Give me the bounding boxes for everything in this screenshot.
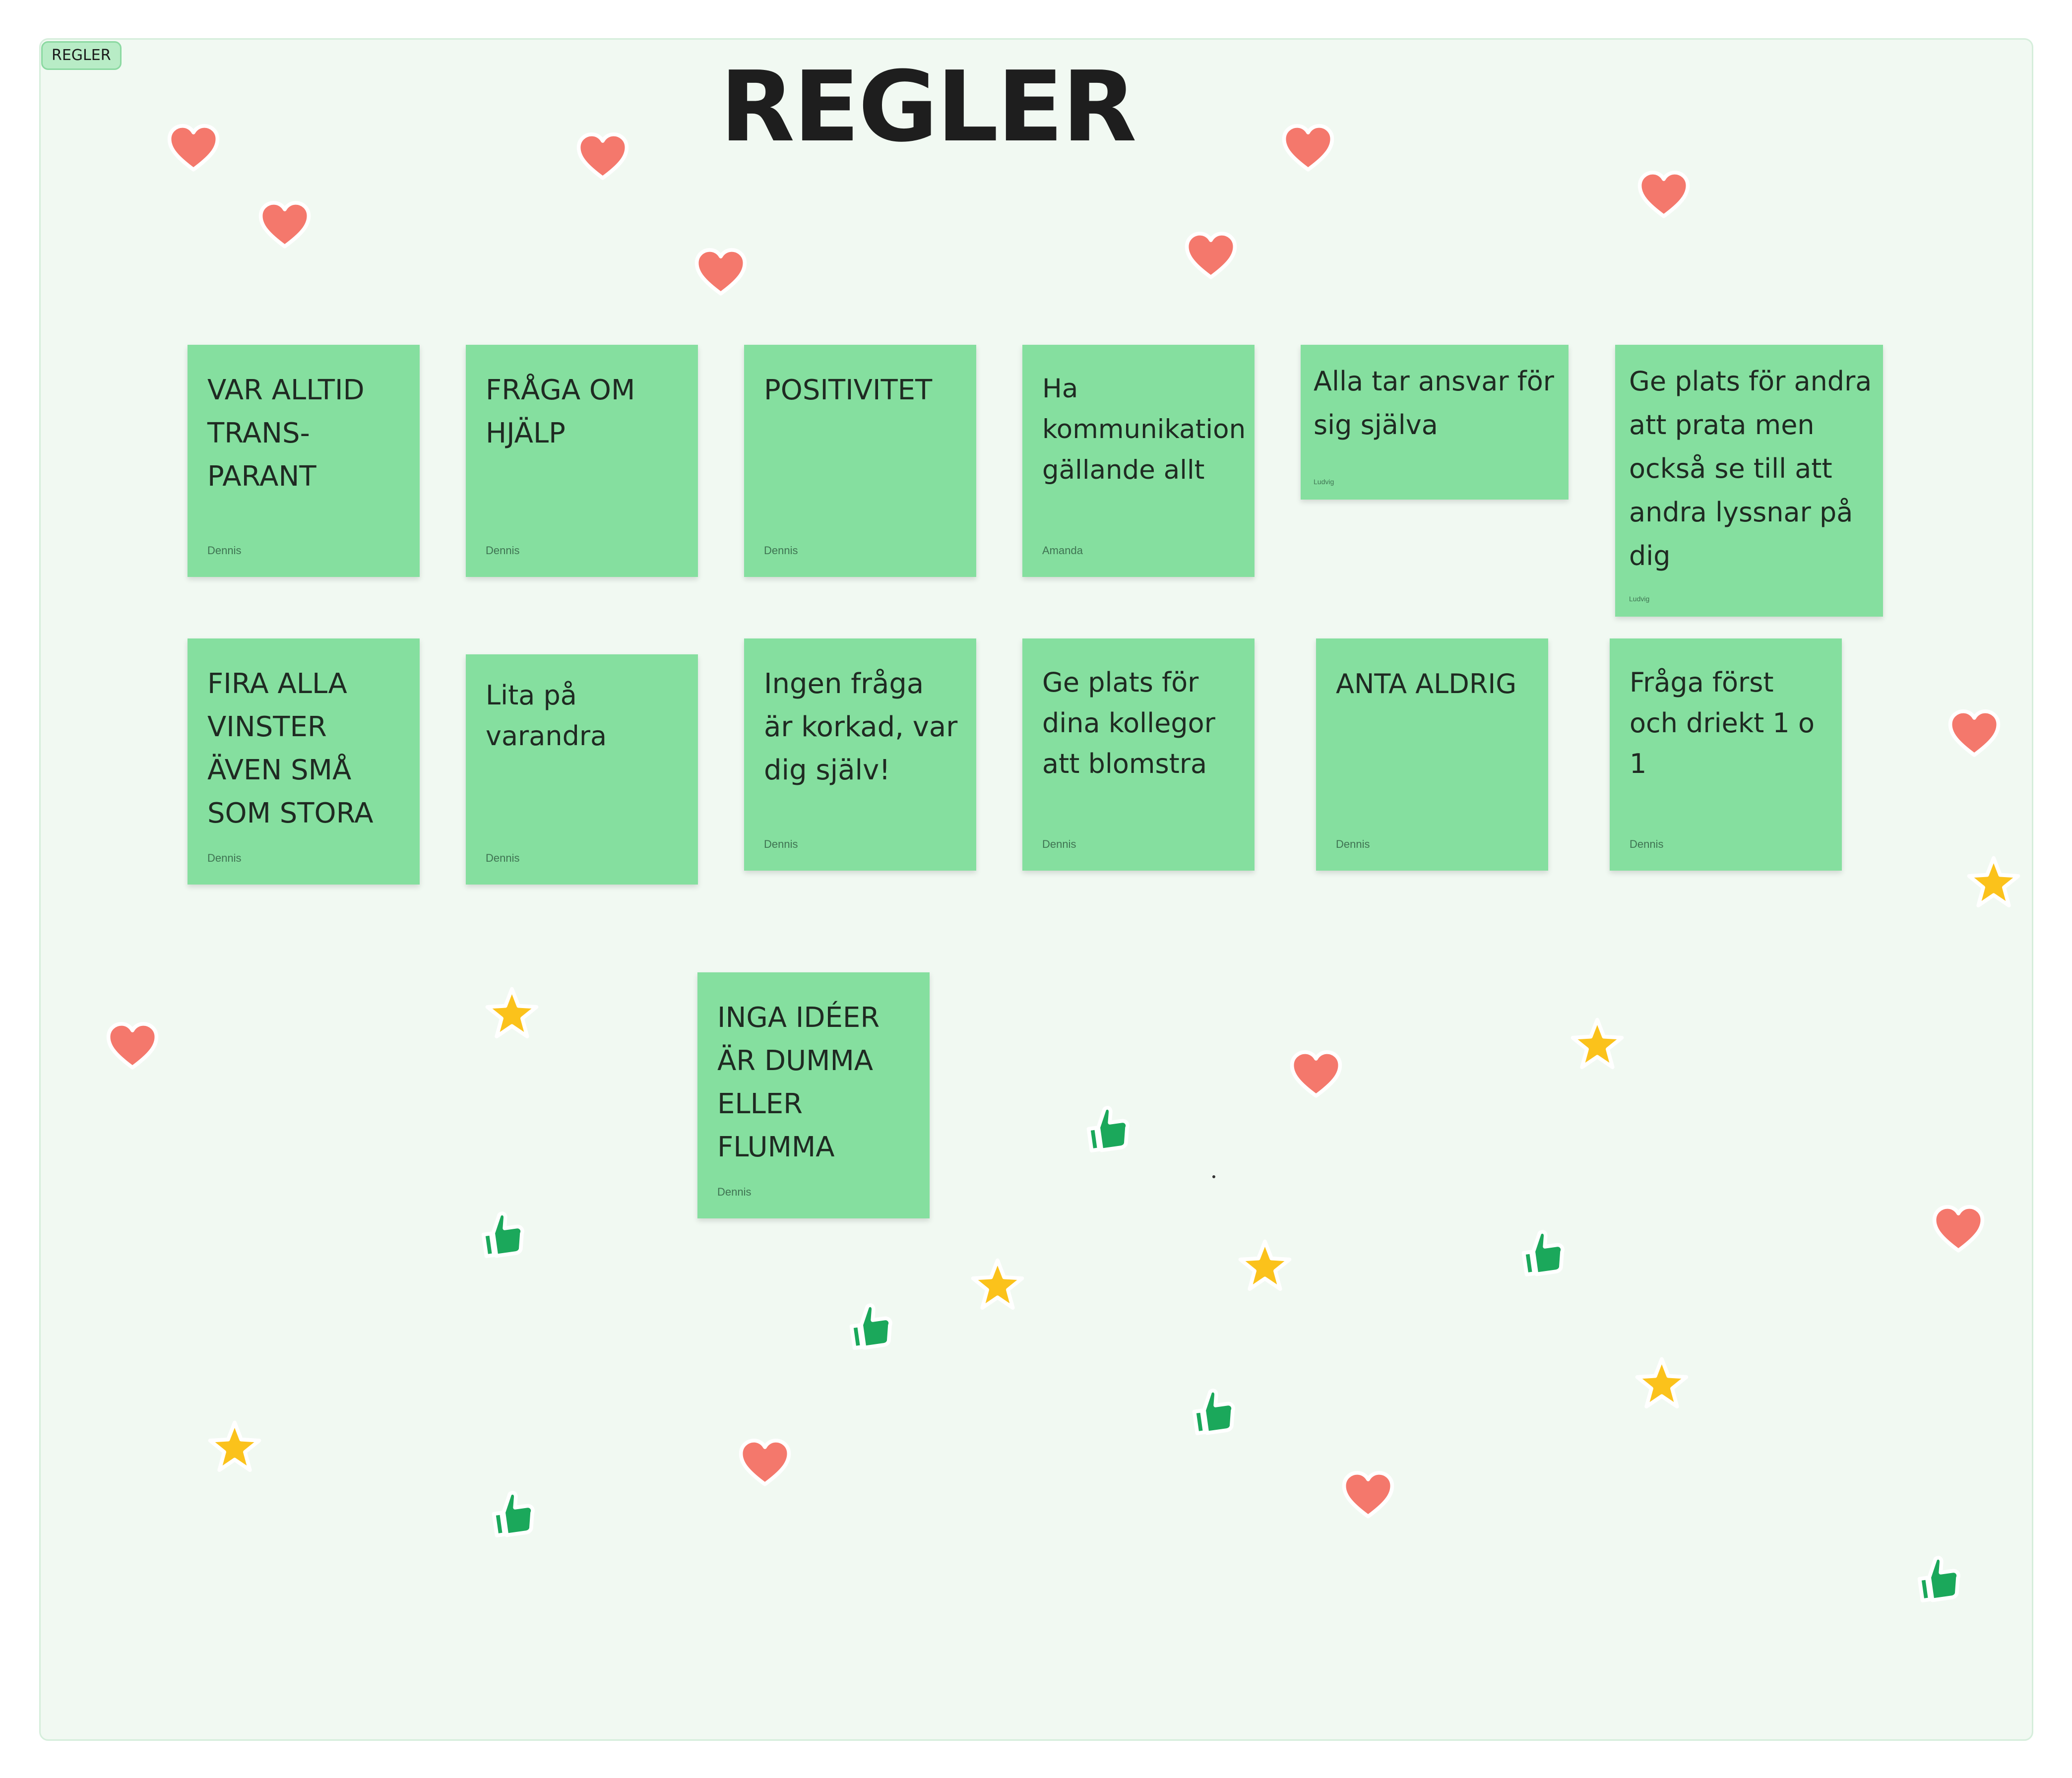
heart-icon[interactable] — [1184, 229, 1238, 284]
note-author: Ludvig — [1314, 478, 1334, 486]
heart-icon[interactable] — [693, 246, 748, 300]
note-text: INGA IDÉER ÄR DUMMA ELLER FLUMMA — [717, 1002, 880, 1163]
heart-icon[interactable] — [1281, 122, 1335, 176]
heart-icon[interactable] — [1341, 1468, 1395, 1523]
star-icon[interactable] — [1570, 1017, 1625, 1072]
note-author: Dennis — [764, 838, 798, 850]
star-icon[interactable] — [1634, 1356, 1689, 1411]
note-author: Ludvig — [1629, 595, 1650, 603]
note-text: Ge plats för andra att prata men också s… — [1629, 366, 1872, 572]
heart-icon[interactable] — [1931, 1203, 1986, 1257]
thumbs-up-icon[interactable] — [1185, 1384, 1239, 1439]
note-author: Dennis — [764, 544, 798, 557]
note-text: FRÅGA OM HJÄLP — [486, 374, 635, 449]
heart-icon[interactable] — [166, 122, 221, 176]
sticky-note[interactable]: Alla tar ansvar för sig själva Ludvig — [1301, 345, 1569, 500]
canvas-dot — [1212, 1175, 1215, 1178]
sticky-note[interactable]: Ingen fråga är korkad, var dig själv! De… — [744, 638, 976, 871]
note-author: Dennis — [486, 544, 520, 557]
star-icon[interactable] — [1966, 855, 2021, 910]
note-text: Ingen fråga är korkad, var dig själv! — [764, 668, 958, 786]
star-icon[interactable] — [207, 1420, 262, 1474]
note-text: Lita på varandra — [486, 680, 607, 752]
note-text: Ha kommunikation gällande allt — [1042, 374, 1246, 485]
heart-icon[interactable] — [105, 1019, 160, 1074]
thumbs-up-icon[interactable] — [842, 1299, 896, 1353]
note-text: Ge plats för dina kollegor att blomstra — [1042, 667, 1215, 779]
sticky-note[interactable]: FRÅGA OM HJÄLP Dennis — [466, 345, 698, 577]
sticky-note[interactable]: VAR ALLTID TRANS-PARANT Dennis — [188, 345, 420, 577]
star-icon[interactable] — [1238, 1239, 1292, 1293]
sticky-note[interactable]: Fråga först och driekt 1 o 1 Dennis — [1610, 638, 1842, 871]
note-author: Dennis — [207, 544, 242, 557]
sticky-note[interactable]: ANTA ALDRIG Dennis — [1316, 638, 1548, 871]
thumbs-up-icon[interactable] — [1910, 1551, 1964, 1606]
sticky-note[interactable]: FIRA ALLA VINSTER ÄVEN SMÅ SOM STORA Den… — [188, 638, 420, 885]
sticky-note[interactable]: Ge plats för dina kollegor att blomstra … — [1022, 638, 1255, 871]
note-text: Fråga först och driekt 1 o 1 — [1630, 667, 1815, 779]
thumbs-up-icon[interactable] — [474, 1207, 528, 1262]
star-icon[interactable] — [485, 986, 539, 1041]
thumbs-up-icon[interactable] — [1514, 1225, 1569, 1280]
heart-icon[interactable] — [1636, 168, 1691, 223]
sticky-note[interactable]: Lita på varandra Dennis — [466, 654, 698, 885]
star-icon[interactable] — [970, 1258, 1025, 1312]
sticky-note[interactable]: POSITIVITET Dennis — [744, 345, 976, 577]
note-text: Alla tar ansvar för sig själva — [1314, 366, 1554, 441]
note-text: VAR ALLTID TRANS-PARANT — [207, 374, 365, 493]
heart-icon[interactable] — [1289, 1048, 1343, 1102]
heart-icon[interactable] — [257, 198, 312, 253]
section-label[interactable]: REGLER — [41, 41, 122, 70]
note-author: Dennis — [1630, 838, 1664, 850]
section-frame[interactable] — [39, 38, 2033, 1741]
board-title: REGLER — [720, 51, 1136, 164]
heart-icon[interactable] — [1947, 707, 2002, 762]
thumbs-up-icon[interactable] — [1079, 1101, 1133, 1156]
note-author: Dennis — [1042, 838, 1076, 850]
note-author: Dennis — [717, 1186, 752, 1198]
note-text: POSITIVITET — [764, 374, 933, 406]
sticky-note[interactable]: Ge plats för andra att prata men också s… — [1615, 345, 1883, 617]
note-author: Amanda — [1042, 544, 1083, 557]
note-text: ANTA ALDRIG — [1336, 668, 1517, 699]
sticky-note[interactable]: Ha kommunikation gällande allt Amanda — [1022, 345, 1255, 577]
note-author: Dennis — [486, 852, 520, 864]
note-author: Dennis — [1336, 838, 1370, 850]
heart-icon[interactable] — [575, 130, 630, 185]
heart-icon[interactable] — [738, 1436, 792, 1491]
thumbs-up-icon[interactable] — [484, 1486, 539, 1541]
note-author: Dennis — [207, 852, 242, 864]
sticky-note[interactable]: INGA IDÉER ÄR DUMMA ELLER FLUMMA Dennis — [697, 972, 930, 1218]
note-text: FIRA ALLA VINSTER ÄVEN SMÅ SOM STORA — [207, 668, 374, 829]
